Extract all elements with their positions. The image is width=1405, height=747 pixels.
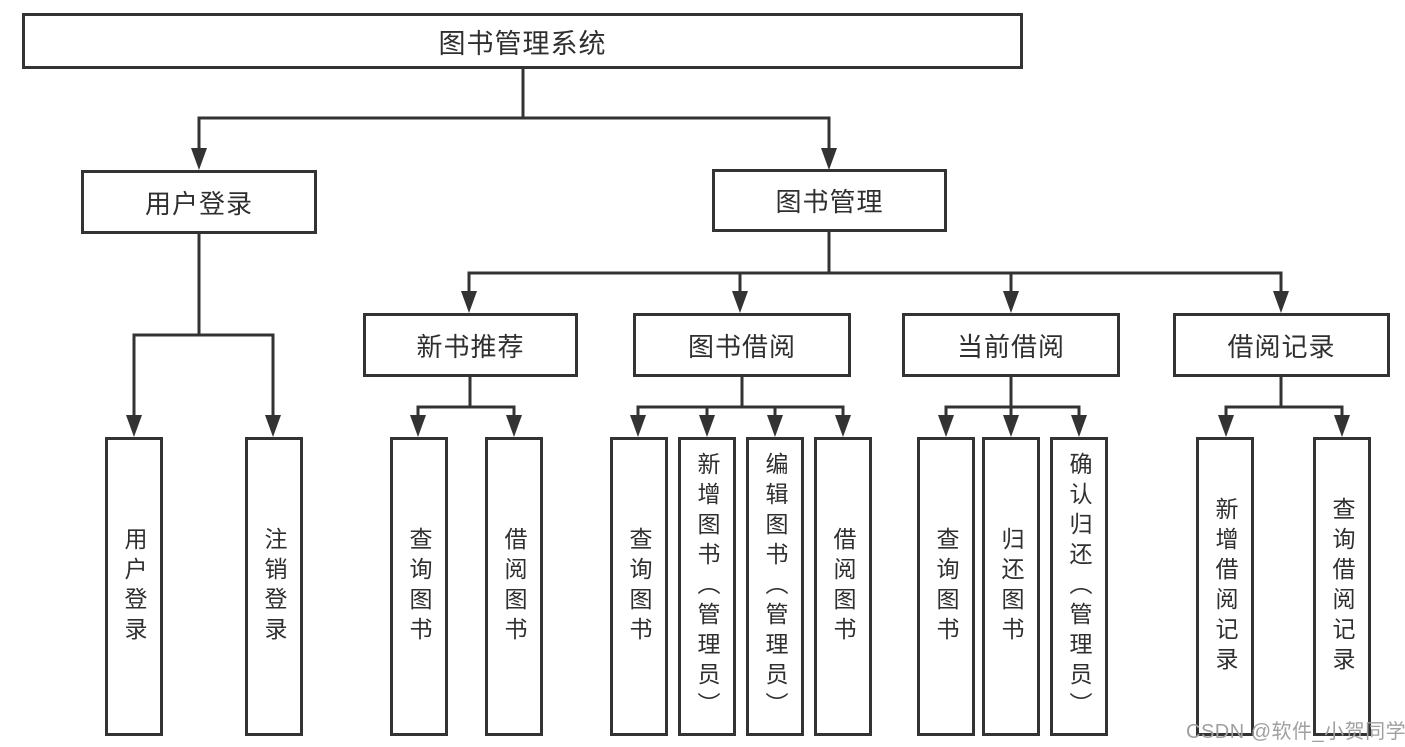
leaf-borrow-query-books: 查询图书 [610, 437, 668, 736]
node-new-book-recommend: 新书推荐 [363, 313, 578, 377]
leaf-logout: 注销登录 [245, 437, 303, 736]
node-borrow-records: 借阅记录 [1173, 313, 1390, 377]
leaf-current-return-books: 归还图书 [982, 437, 1040, 736]
node-book-borrow: 图书借阅 [633, 313, 851, 377]
leaf-recommend-query-books: 查询图书 [390, 437, 448, 736]
leaf-current-query-books: 查询图书 [917, 437, 975, 736]
node-root-system: 图书管理系统 [22, 13, 1023, 69]
leaf-borrow-add-books-admin: 新增图书（管理员） [678, 437, 736, 736]
node-book-management: 图书管理 [712, 169, 947, 232]
leaf-borrow-borrow-books: 借阅图书 [814, 437, 872, 736]
csdn-watermark: CSDN @软件_小贺同学 [1186, 721, 1405, 743]
leaf-current-confirm-return-admin: 确认归还（管理员） [1050, 437, 1108, 736]
leaf-records-add-record: 新增借阅记录 [1196, 437, 1254, 736]
leaf-borrow-edit-books-admin: 编辑图书（管理员） [746, 437, 804, 736]
leaf-user-login: 用户登录 [105, 437, 163, 736]
leaf-records-query-record: 查询借阅记录 [1313, 437, 1371, 736]
leaf-recommend-borrow-books: 借阅图书 [485, 437, 543, 736]
node-current-borrow: 当前借阅 [902, 313, 1120, 377]
node-user-login: 用户登录 [81, 170, 317, 234]
